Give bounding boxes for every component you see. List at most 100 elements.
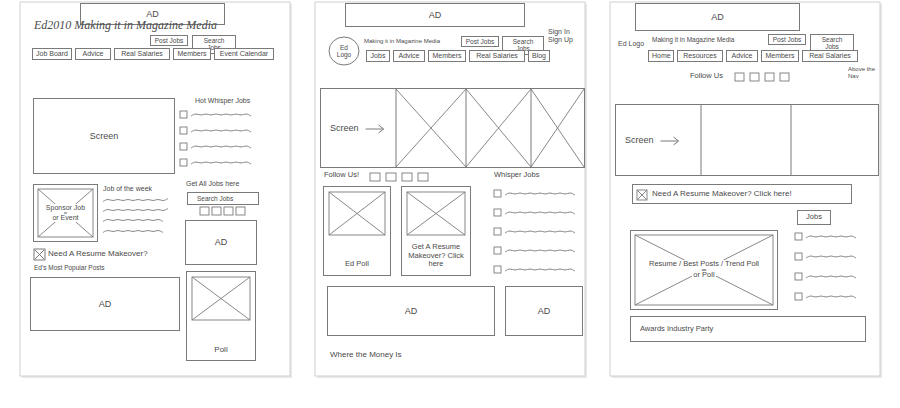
sketch-note: Where the Money Is — [330, 350, 450, 359]
box-text: Post Jobs — [772, 36, 803, 43]
text-squiggle — [505, 269, 575, 271]
nav-tab: Blog — [528, 50, 550, 62]
x-mark — [396, 89, 466, 167]
sketch-note: Job of the week — [103, 185, 181, 193]
box-text: Poll — [213, 345, 228, 354]
checkbox-icon — [795, 273, 802, 280]
box-text: Advice — [730, 52, 753, 60]
nav-tab: Advice — [75, 48, 111, 60]
text-squiggle — [191, 162, 251, 164]
text-squiggle — [806, 236, 856, 238]
box-text: Ed Logo — [332, 44, 356, 59]
ad-box: AD — [505, 286, 583, 336]
nav-tab: Advice — [726, 50, 758, 62]
x-mark — [407, 192, 465, 235]
text-squiggle — [505, 212, 575, 214]
text-squiggle — [191, 130, 251, 132]
jobs-button: Jobs — [797, 210, 831, 225]
slideshow-screen: Screen — [320, 88, 585, 168]
box-text: Sponsor Job — [45, 204, 86, 212]
image-frame — [192, 277, 250, 320]
checkbox-icon — [795, 233, 802, 240]
box-decoration — [321, 89, 586, 169]
x-mark — [35, 250, 44, 259]
search-field: Search Jobs — [187, 192, 259, 205]
slide-arrow — [366, 125, 384, 133]
page-sheet — [20, 2, 290, 376]
nav-tab: Members — [761, 50, 799, 62]
box-text: AD — [537, 306, 552, 316]
checkbox-icon — [402, 173, 412, 181]
logo-outline — [329, 37, 359, 65]
slide-divider — [466, 89, 467, 167]
ad-box: AD — [345, 3, 525, 27]
x-mark — [329, 192, 385, 235]
nav-tab: Jobs — [366, 50, 390, 62]
box-text: Members — [176, 50, 207, 58]
image-frame — [38, 189, 93, 237]
sketch-note: Get All Jobs here — [186, 180, 276, 188]
page-shadow — [612, 4, 882, 378]
small-x-box — [34, 249, 45, 260]
box-text: Members — [764, 52, 795, 60]
checkbox-icon — [494, 190, 501, 197]
promo-panel: Get A Resume Makeover? Click here — [401, 186, 471, 276]
box-text: Screen — [624, 135, 655, 145]
box-text: Need A Resume Makeover? Click here! — [651, 189, 793, 198]
box-text: Event Calendar — [219, 50, 269, 58]
text-squiggle — [505, 250, 575, 252]
text-squiggle — [103, 209, 168, 212]
image-frame — [637, 190, 647, 200]
x-mark — [466, 89, 531, 167]
checkbox-icon — [34, 249, 45, 260]
checkbox-icon — [370, 173, 380, 181]
x-mark — [635, 235, 773, 305]
slide-arrow — [661, 137, 679, 145]
checkbox-icon — [494, 228, 501, 235]
box-text: or Event — [51, 214, 79, 222]
text-squiggle — [191, 146, 251, 148]
checkbox-icon — [795, 253, 802, 260]
sketch-note: Above the Nav — [848, 66, 878, 80]
checkbox-icon — [494, 247, 501, 254]
sketch-note: Sign In Sign Up — [548, 28, 582, 44]
checkbox-icon — [180, 127, 187, 134]
box-text: Advice — [81, 50, 104, 58]
box-text: AD — [428, 10, 443, 20]
box-text: Screen — [329, 123, 360, 133]
box-text: Search Jobs — [813, 36, 851, 51]
box-decoration — [616, 105, 880, 177]
box-text: AD — [145, 9, 160, 19]
checkbox-icon — [180, 143, 187, 150]
nav-tab: Job Board — [32, 48, 72, 60]
box-text: AD — [404, 306, 419, 316]
image-frame — [407, 192, 465, 235]
nav-tab: Home — [648, 50, 674, 62]
sketch-note: Ed Logo — [618, 40, 646, 48]
box-text: Jobs — [370, 52, 387, 60]
checkbox-icon — [494, 209, 501, 216]
box-text: Post Jobs — [154, 37, 185, 44]
checkbox-icon — [386, 173, 396, 181]
nav-tab: Real Salaries — [469, 50, 525, 62]
box-text: Members — [431, 52, 462, 60]
nav-tab: Real Salaries — [802, 50, 858, 62]
sketch-note: Follow Us — [690, 72, 732, 81]
nav-tab: Event Calendar — [214, 48, 274, 60]
poll-panel: Ed Poll — [323, 186, 391, 276]
ad-box: AD — [327, 286, 495, 336]
checkbox-icon — [780, 73, 789, 81]
footer-band: Awards Industry Party — [630, 316, 866, 342]
image-frame — [635, 235, 773, 305]
x-mark — [192, 277, 250, 320]
checkbox-icon — [224, 207, 233, 215]
sketch-note: Hot Whisper Jobs — [195, 97, 270, 105]
ad-box: AD — [185, 220, 257, 265]
slide-divider — [396, 89, 397, 167]
box-text: Jobs — [805, 213, 823, 222]
box-text: AD — [98, 299, 113, 309]
box-text: or Poll — [692, 271, 715, 280]
checkbox-icon — [212, 207, 221, 215]
slide-divider — [791, 105, 792, 175]
box-text: Blog — [531, 52, 547, 60]
